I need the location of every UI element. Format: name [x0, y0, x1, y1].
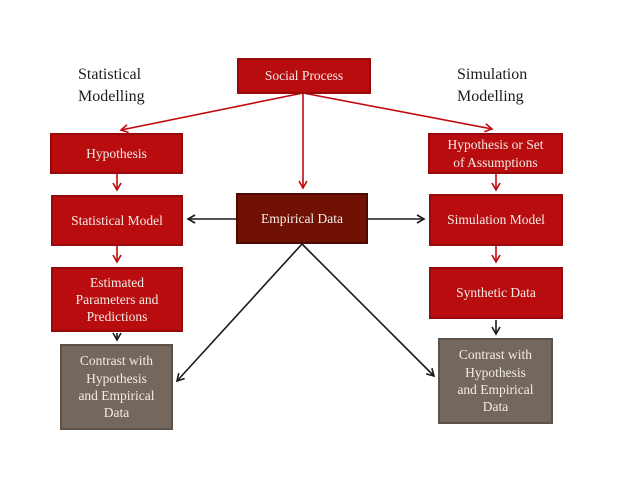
node-empirical-data: Empirical Data [236, 193, 368, 244]
label-statistical-modelling: Statistical Modelling [78, 66, 145, 106]
node-simulation-model: Simulation Model [429, 194, 563, 246]
arrow-empirical-to-contrast-right [301, 243, 436, 378]
node-estimated-parameters: Estimated Parameters and Predictions [51, 267, 183, 332]
node-hypothesis-or-set: Hypothesis or Set of Assumptions [428, 133, 563, 174]
node-contrast-left: Contrast with Hypothesis and Empirical D… [60, 344, 173, 430]
node-social-process: Social Process [237, 58, 371, 94]
node-synthetic-data: Synthetic Data [429, 267, 563, 319]
node-contrast-right: Contrast with Hypothesis and Empirical D… [438, 338, 553, 424]
arrow-empirical-to-contrast-left [175, 243, 303, 383]
label-simulation-modelling: Simulation Modelling [457, 66, 528, 106]
node-hypothesis: Hypothesis [50, 133, 183, 174]
arrow-social-to-hypothesis [119, 92, 304, 134]
arrow-social-to-hypothesis-set [302, 92, 494, 133]
node-statistical-model: Statistical Model [51, 195, 183, 246]
